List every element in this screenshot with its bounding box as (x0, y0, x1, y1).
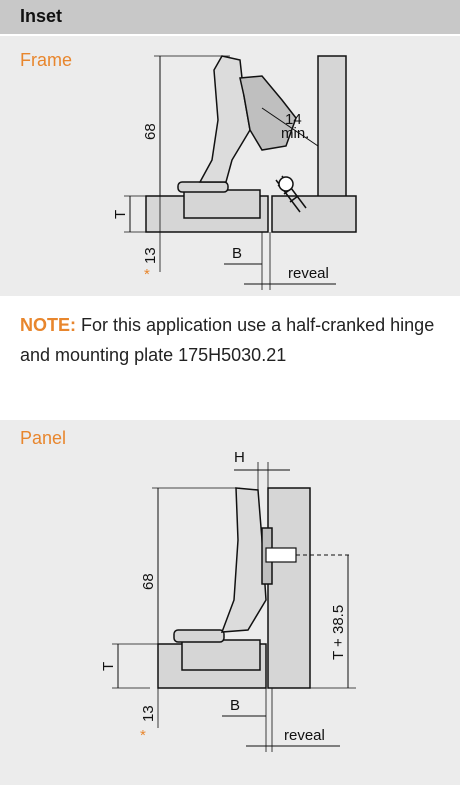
dim-T: T (112, 210, 129, 219)
note-block: NOTE: For this application use a half-cr… (20, 310, 440, 370)
reveal-label: reveal (288, 265, 329, 282)
section-header: Inset (0, 0, 460, 34)
dim-14: 14 (285, 111, 302, 128)
dim-13: 13 (142, 247, 159, 264)
hinge-cup (183, 189, 261, 219)
mounting-plate (239, 75, 297, 151)
dim-68: 68 (142, 123, 159, 140)
face-frame (271, 195, 357, 233)
frame-diagram: 68 14 min. T 13 * B reveal (112, 55, 357, 290)
panel-diagram-panel (0, 420, 460, 785)
frame-label: Frame (20, 50, 73, 70)
dim-B: B (232, 245, 242, 262)
note-prefix: NOTE: (20, 315, 76, 335)
dim-T: T (100, 662, 117, 671)
dim-T-plus-38-5: T + 38.5 (330, 605, 347, 660)
panel-diagram: H 68 T + 38.5 T 13 * B reveal (100, 449, 356, 752)
frame-stile (317, 55, 347, 217)
dim-68: 68 (140, 573, 157, 590)
dim-min: min. (281, 125, 309, 142)
note-text: For this application use a half-cranked … (20, 315, 435, 365)
dim-B: B (230, 697, 240, 714)
hinge-arm (198, 55, 251, 183)
star-mark: * (140, 727, 146, 744)
screw (265, 547, 297, 563)
panel-label: Panel (20, 428, 67, 448)
hinge-arm (220, 487, 267, 633)
cabinet-side (267, 487, 311, 689)
dim-13: 13 (140, 705, 157, 722)
section-title: Inset (20, 6, 63, 26)
reveal-label: reveal (284, 727, 325, 744)
hinge-cup (181, 639, 261, 671)
dim-H: H (234, 449, 245, 466)
star-mark: * (144, 266, 150, 283)
